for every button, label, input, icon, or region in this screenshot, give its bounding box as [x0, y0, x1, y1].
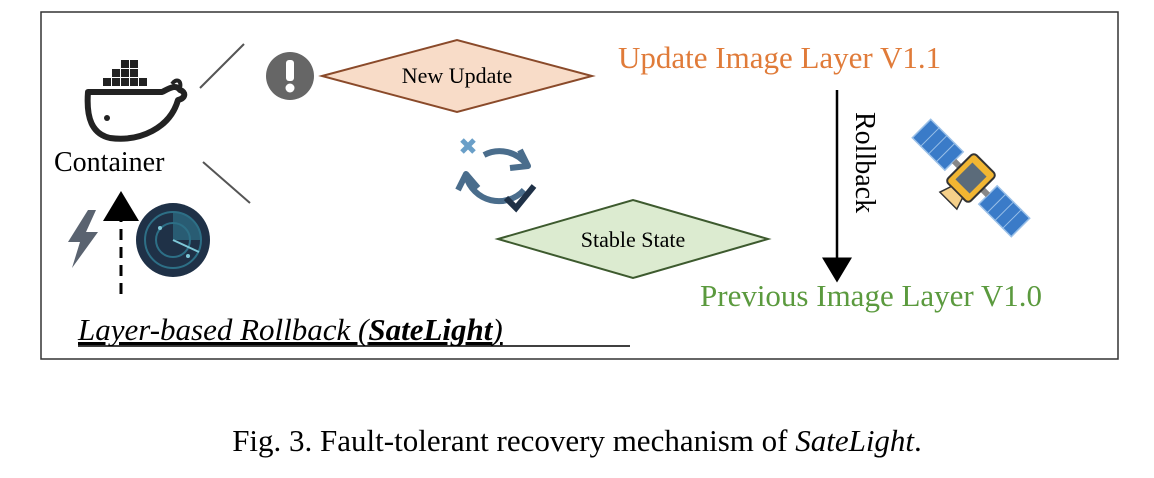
diagram-title-bold: SateLight: [368, 312, 493, 347]
stable-state-diamond: [494, 198, 772, 280]
caption-name: SateLight: [795, 423, 915, 458]
diagram-frame: [40, 11, 1119, 360]
previous-layer-label: Previous Image Layer V1.0: [700, 278, 1042, 313]
refresh-cycle-icon: [455, 138, 537, 213]
update-layer-label: Update Image Layer V1.1: [618, 40, 941, 75]
diagram-title: Layer-based Rollback (SateLight): [77, 312, 503, 347]
satellite-icon: [911, 118, 1031, 238]
alert-icon: [266, 52, 314, 100]
lightning-icon: [68, 210, 98, 268]
stable-state-label: Stable State: [581, 227, 685, 252]
connector-line-lower: [202, 161, 251, 204]
diagram-title-prefix: Layer-based Rollback (: [77, 312, 370, 347]
docker-whale-icon: [84, 60, 188, 142]
container-label: Container: [54, 147, 165, 178]
new-update-label: New Update: [402, 63, 513, 88]
figure-caption: Fig. 3. Fault-tolerant recovery mechanis…: [0, 423, 1154, 459]
rollback-label: Rollback: [849, 112, 880, 213]
new-update-diamond: [318, 38, 596, 114]
caption-suffix: .: [914, 423, 922, 458]
diagram-title-suffix: ): [490, 312, 502, 347]
caption-prefix: Fig. 3. Fault-tolerant recovery mechanis…: [232, 423, 796, 458]
radar-icon: [136, 203, 210, 277]
connector-line-upper: [199, 43, 245, 89]
